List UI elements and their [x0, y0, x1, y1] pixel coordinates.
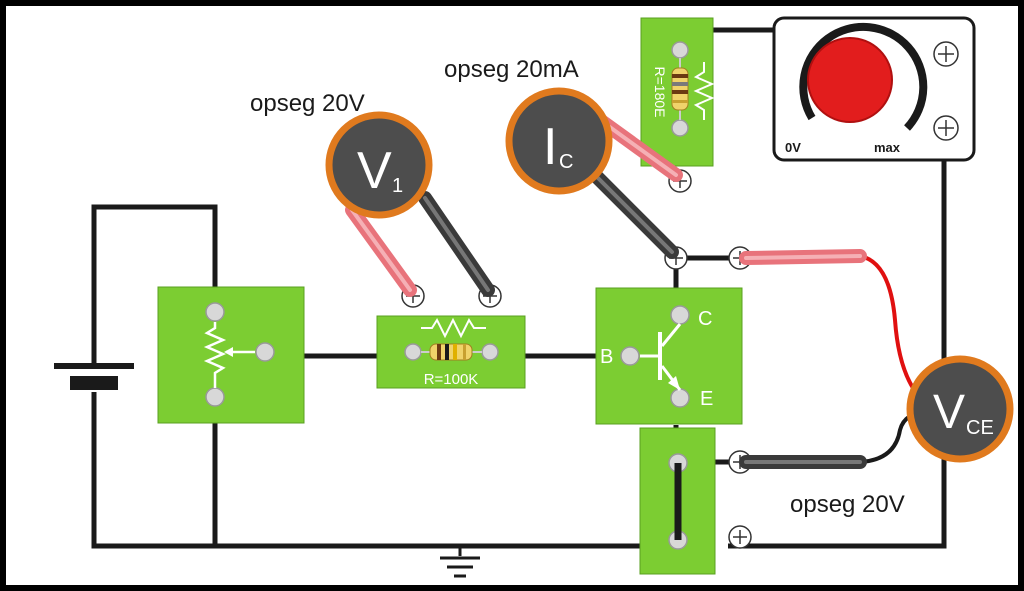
v1-probes [345, 191, 495, 297]
base-resistor-module: R=100K [376, 315, 526, 389]
meter-ic-main: I [543, 118, 557, 176]
ic-probes [583, 113, 683, 259]
vce-leads [739, 249, 937, 469]
meter-v1: V 1 [325, 111, 433, 219]
supply-minus-terminal-icon [933, 115, 959, 141]
wire-ground-rail [91, 392, 655, 549]
resistor-collector-label: R=180E [652, 67, 668, 118]
v1-range-label: opseg 20V [250, 90, 365, 117]
pin-b-label: B [600, 346, 613, 368]
potentiometer-module [157, 286, 305, 424]
meter-vce-main: V [933, 386, 965, 439]
battery-symbol [54, 363, 134, 390]
voltage-knob[interactable] [807, 37, 893, 123]
meter-v1-main: V [357, 142, 392, 200]
pin-c-label: C [698, 308, 712, 330]
ground-symbol [440, 548, 480, 578]
resistor-base-label: R=100K [424, 371, 479, 388]
emitter-link-module [639, 427, 716, 575]
transistor-module: C B E [595, 287, 743, 425]
pin-e-label: E [700, 388, 713, 410]
vce-range-label: opseg 20V [790, 491, 905, 518]
meter-ic: I C [505, 87, 613, 195]
knob-scale-arc [799, 22, 928, 131]
collector-resistor-module: R=180E [640, 17, 715, 193]
ic-range-label: opseg 20mA [444, 56, 579, 83]
meter-vce-sub: CE [966, 417, 994, 439]
power-supply: 0V max [772, 16, 976, 162]
meter-v1-sub: 1 [392, 175, 403, 197]
wire-supply-return [728, 158, 947, 549]
meter-vce: V CE [906, 355, 1014, 463]
knob-max-label: max [874, 140, 901, 155]
supply-plus-terminal-icon [933, 41, 959, 67]
knob-min-label: 0V [785, 140, 801, 155]
wire-battery-top [91, 204, 218, 366]
meter-ic-sub: C [559, 151, 573, 173]
